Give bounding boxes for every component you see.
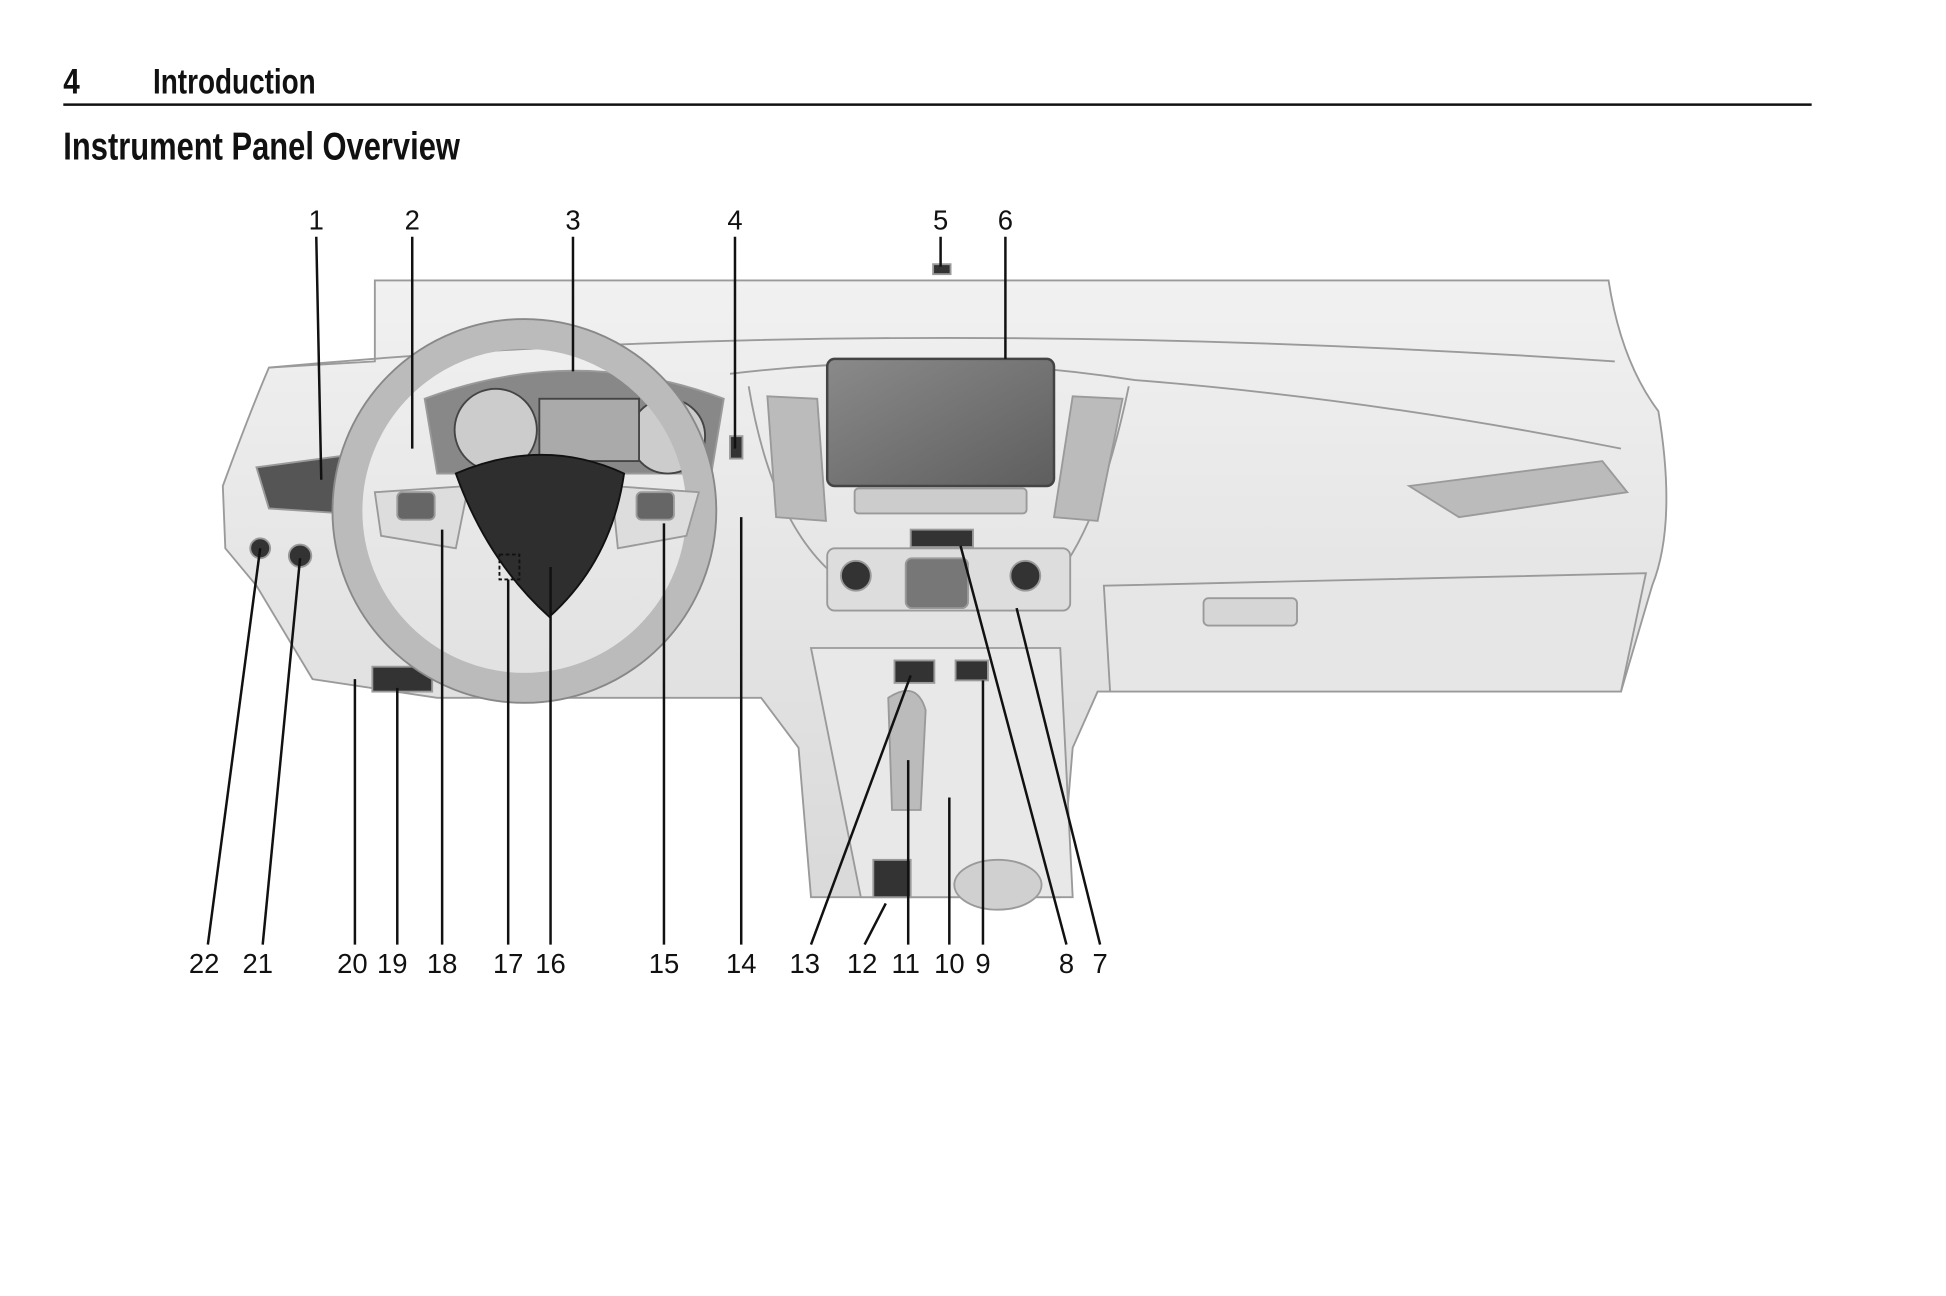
- page-title: Instrument Panel Overview: [63, 125, 460, 168]
- callout-15: 15: [649, 948, 679, 979]
- dashboard-illustration: [221, 263, 1668, 911]
- callout-leaders: [206, 236, 1102, 946]
- callout-21: 21: [242, 948, 272, 979]
- callout-19: 19: [377, 948, 407, 979]
- callout-20: 20: [337, 948, 367, 979]
- callout-6: 6: [998, 204, 1013, 235]
- callout-3: 3: [565, 204, 580, 235]
- callout-22: 22: [189, 948, 219, 979]
- callout-5: 5: [933, 204, 948, 235]
- section-title: Introduction: [153, 61, 316, 101]
- callout-11: 11: [891, 948, 919, 979]
- callout-17: 17: [493, 948, 523, 979]
- callout-2: 2: [405, 204, 420, 235]
- callout-12: 12: [847, 948, 877, 979]
- callout-14: 14: [726, 948, 756, 979]
- callout-16: 16: [535, 948, 565, 979]
- callout-4: 4: [727, 204, 742, 235]
- callout-7: 7: [1092, 948, 1107, 979]
- callout-9: 9: [975, 948, 990, 979]
- callout-10: 10: [934, 948, 964, 979]
- callout-8: 8: [1059, 948, 1074, 979]
- callout-numbers: 1 2 3 4 5 6 22 21 20 19 18 17 16 15 14 1…: [189, 204, 1108, 979]
- callout-18: 18: [427, 948, 457, 979]
- page-number: 4: [63, 62, 80, 101]
- callout-13: 13: [790, 948, 820, 979]
- callout-1: 1: [309, 204, 324, 235]
